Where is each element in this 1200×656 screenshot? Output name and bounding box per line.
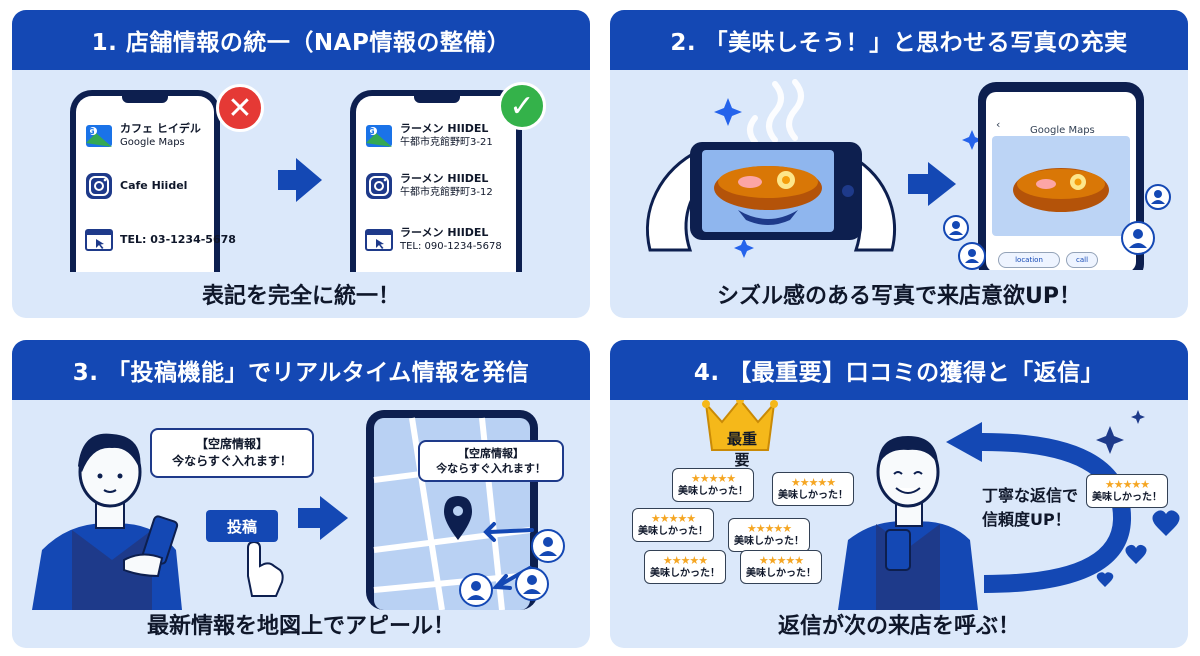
- staff-illustration: [32, 433, 182, 610]
- user-icon: [943, 184, 1171, 270]
- arrow-right-icon: [278, 170, 298, 190]
- check-icon: ✓: [498, 82, 546, 130]
- sparkle-icon: [1096, 410, 1145, 454]
- row-phone: TEL: 03-1234-5678: [120, 233, 236, 246]
- stars-rating: ★★★★★: [758, 554, 804, 567]
- stars-rating: ★★★★★: [1104, 478, 1150, 491]
- stars-rating: ★★★★★: [662, 554, 708, 567]
- svg-text:G: G: [88, 127, 95, 136]
- panel-caption: 返信が次の来店を呼ぶ！: [777, 614, 1020, 639]
- list-item: G カフェ ヒイデル Google Maps: [84, 114, 210, 158]
- row-name: Cafe Hiidel: [120, 179, 188, 192]
- reply-line: 丁寧な返信で: [982, 486, 1079, 505]
- svg-text:‹: ‹: [996, 118, 1000, 131]
- google-maps-icon: G: [84, 121, 114, 151]
- arrow-right-icon: [298, 508, 322, 528]
- svg-text:G: G: [368, 127, 375, 136]
- instagram-icon: [364, 171, 394, 201]
- photo-scene: ‹ Google Maps location call: [610, 70, 1188, 270]
- row-name: カフェ ヒイデル: [120, 122, 201, 135]
- review-bubble: ★★★★★ 美味しかった！: [740, 550, 822, 584]
- sparkle-icon: [714, 98, 982, 258]
- instagram-icon: [84, 171, 114, 201]
- row-sub: 午都市克館野町3-12: [400, 187, 493, 198]
- review-text: 美味しかった！: [638, 526, 708, 537]
- panel-photos: 2. 「美味しそう！」と思わせる写真の充実: [610, 10, 1188, 318]
- review-scene: 最重要 ★★★★★ 美味しかった！ ★★★★★ 美味しかった！ ★★★★★ 美味…: [610, 400, 1188, 610]
- heart-icon: [1096, 510, 1180, 587]
- panel-posts: 3. 「投稿機能」でリアルタイム情報を発信: [12, 340, 590, 648]
- reply-message: 丁寧な返信で 信頼度UP！: [982, 484, 1078, 532]
- owner-illustration: [838, 436, 978, 610]
- crown-label: 最重要: [726, 430, 757, 469]
- review-text: 美味しかった！: [1092, 492, 1162, 503]
- reply-review-bubble: ★★★★★ 美味しかった！: [1086, 474, 1168, 508]
- review-text: 美味しかった！: [678, 486, 748, 497]
- review-bubble: ★★★★★ 美味しかった！: [644, 550, 726, 584]
- list-item: ラーメン HIIDEL TEL: 090-1234-5678: [364, 218, 512, 262]
- review-bubble: ★★★★★ 美味しかった！: [672, 468, 754, 502]
- browser-icon: [364, 225, 394, 255]
- google-maps-icon: G: [364, 121, 394, 151]
- bubble-line: 今ならすぐ入れます！: [172, 454, 292, 468]
- review-text: 美味しかった！: [734, 536, 804, 547]
- reply-line: 信頼度UP！: [982, 510, 1071, 529]
- list-item: ラーメン HIIDEL 午都市克館野町3-12: [364, 164, 512, 208]
- panel-caption: 表記を完全に統一！: [201, 284, 400, 309]
- map-post-bubble: 【空席情報】 今ならすぐ入れます！: [418, 440, 564, 482]
- browser-icon: [84, 225, 114, 255]
- panel-nap-info: 1. 店舗情報の統一（NAP情報の整備） G カフェ ヒイデル Google Ma…: [12, 10, 590, 318]
- user-icon: [459, 529, 565, 607]
- phone-inconsistent: G カフェ ヒイデル Google Maps Cafe Hiidel TEL: 0…: [70, 90, 236, 272]
- curved-arrow-icon: [946, 422, 1132, 593]
- review-bubble: ★★★★★ 美味しかった！: [632, 508, 714, 542]
- post-button[interactable]: 投稿: [206, 510, 278, 542]
- review-text: 美味しかった！: [778, 490, 848, 501]
- review-bubble: ★★★★★ 美味しかった！: [772, 472, 854, 506]
- panel-title: 4. 【最重要】口コミの獲得と「返信」: [610, 340, 1188, 400]
- maps-title: Google Maps: [1030, 125, 1095, 136]
- error-icon: ✕: [216, 84, 264, 132]
- row-phone: TEL: 090-1234-5678: [400, 241, 502, 252]
- panel-reviews: 4. 【最重要】口コミの獲得と「返信」: [610, 340, 1188, 648]
- panel-title: 3. 「投稿機能」でリアルタイム情報を発信: [12, 340, 590, 400]
- bubble-line: 【空席情報】: [458, 447, 524, 460]
- post-scene: 【空席情報】 今ならすぐ入れます！ 投稿 【空席情報】 今ならすぐ入れます！: [12, 400, 590, 610]
- panel-title: 1. 店舗情報の統一（NAP情報の整備）: [12, 10, 590, 70]
- list-item: Cafe Hiidel: [84, 164, 210, 208]
- row-name: ラーメン HIIDEL: [400, 172, 489, 185]
- phone-consistent: G ラーメン HIIDEL 午都市克館野町3-21 ラーメン HIIDEL 午都市克…: [350, 90, 522, 272]
- list-item: TEL: 03-1234-5678: [84, 218, 236, 262]
- stars-rating: ★★★★★: [650, 512, 696, 525]
- row-sub: 午都市克館野町3-21: [400, 137, 493, 148]
- hand-cursor-icon: [247, 540, 284, 597]
- crown-icon: [702, 400, 778, 451]
- stars-rating: ★★★★★: [746, 522, 792, 535]
- arrow-right-icon: [908, 174, 930, 194]
- row-name: ラーメン HIIDEL: [400, 226, 489, 239]
- row-sub: Google Maps: [120, 137, 185, 148]
- speech-bubble: 【空席情報】 今ならすぐ入れます！: [150, 428, 314, 478]
- review-text: 美味しかった！: [650, 568, 720, 579]
- panel-caption: シズル感のある写真で来店意欲UP！: [717, 284, 1081, 309]
- stars-rating: ★★★★★: [790, 476, 836, 489]
- bubble-line: 【空席情報】: [195, 437, 268, 451]
- row-name: ラーメン HIIDEL: [400, 122, 489, 135]
- review-text: 美味しかった！: [746, 568, 816, 579]
- list-item: G ラーメン HIIDEL 午都市克館野町3-21: [364, 114, 512, 158]
- call-button[interactable]: call: [1066, 252, 1098, 268]
- bubble-line: 今ならすぐ入れます！: [436, 462, 546, 475]
- panel-caption: 最新情報を地図上でアピール！: [146, 614, 455, 639]
- panel-title: 2. 「美味しそう！」と思わせる写真の充実: [610, 10, 1188, 70]
- review-bubble: ★★★★★ 美味しかった！: [728, 518, 810, 552]
- location-button[interactable]: location: [998, 252, 1060, 268]
- stars-rating: ★★★★★: [690, 472, 736, 485]
- map-pin-icon: [444, 496, 472, 540]
- arrow-right-icon: [296, 158, 322, 202]
